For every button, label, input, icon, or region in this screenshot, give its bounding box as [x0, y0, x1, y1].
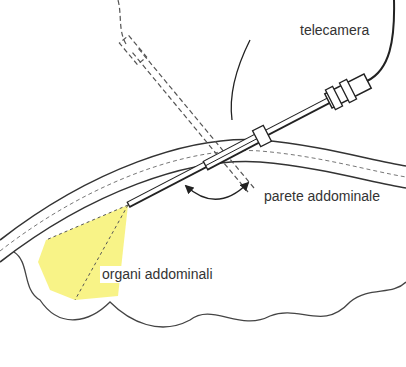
- part-label: organi addominali: [100, 266, 215, 283]
- laparoscope: [128, 0, 394, 205]
- view-edge: [46, 205, 128, 300]
- alternate-scope: [118, 0, 254, 192]
- part-label: telecamera: [298, 22, 371, 39]
- part-label: parete addominale: [262, 188, 382, 205]
- pivot-arrow: [186, 183, 248, 199]
- wall-inner: [0, 162, 406, 262]
- field-of-view: [38, 205, 128, 300]
